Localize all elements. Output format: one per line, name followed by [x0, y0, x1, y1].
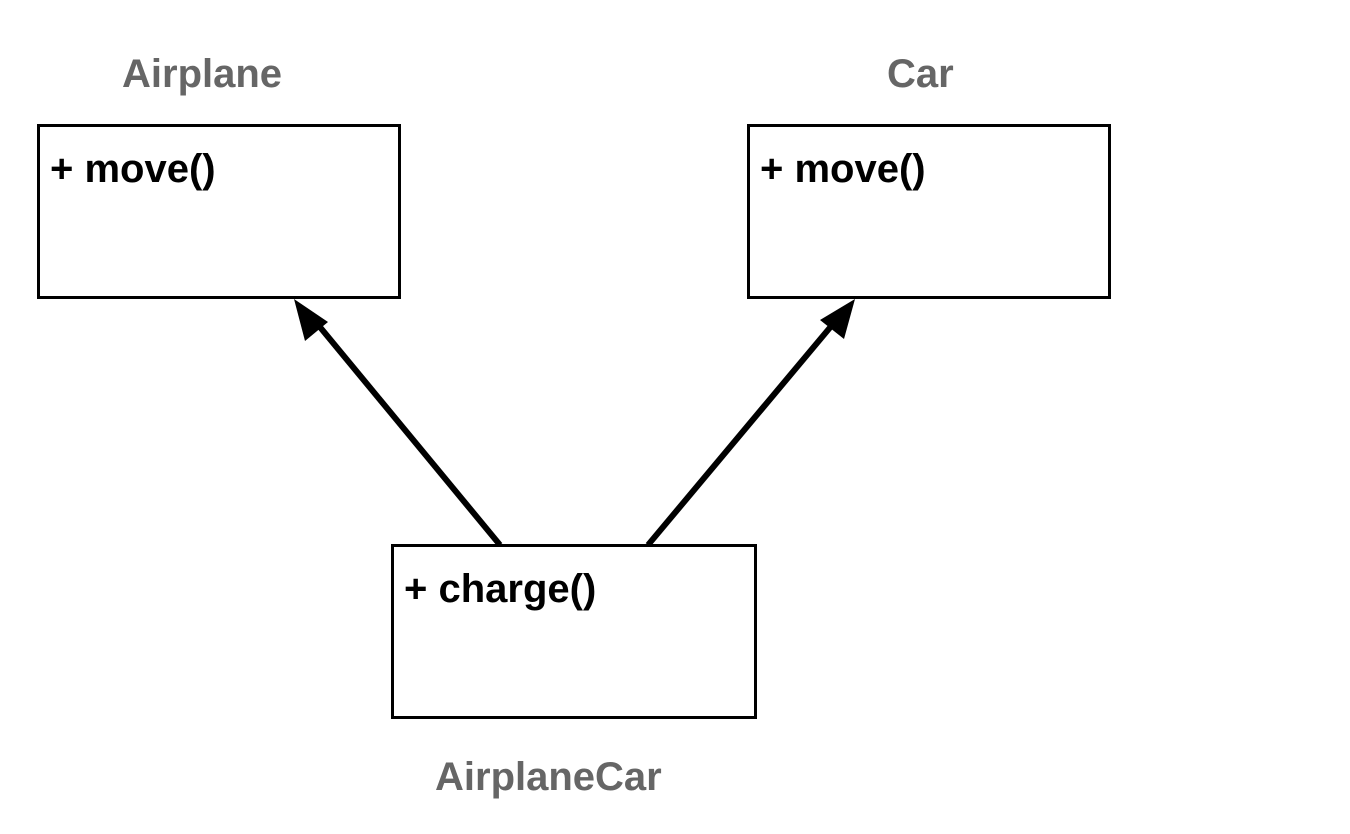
- airplanecar-class-box[interactable]: + charge(): [391, 544, 757, 719]
- airplane-class-box[interactable]: + move(): [37, 124, 401, 299]
- airplanecar-method-charge: + charge(): [404, 567, 597, 611]
- airplane-class-title: Airplane: [122, 52, 283, 96]
- airplanecar-class-title: AirplaneCar: [435, 755, 662, 799]
- arrow-airplanecar-to-airplane: [294, 299, 503, 547]
- airplane-method-move: + move(): [50, 147, 216, 191]
- car-class-box[interactable]: + move(): [747, 124, 1111, 299]
- arrow-airplanecar-to-car: [645, 299, 855, 547]
- car-class-title: Car: [887, 52, 954, 96]
- car-method-move: + move(): [760, 147, 926, 191]
